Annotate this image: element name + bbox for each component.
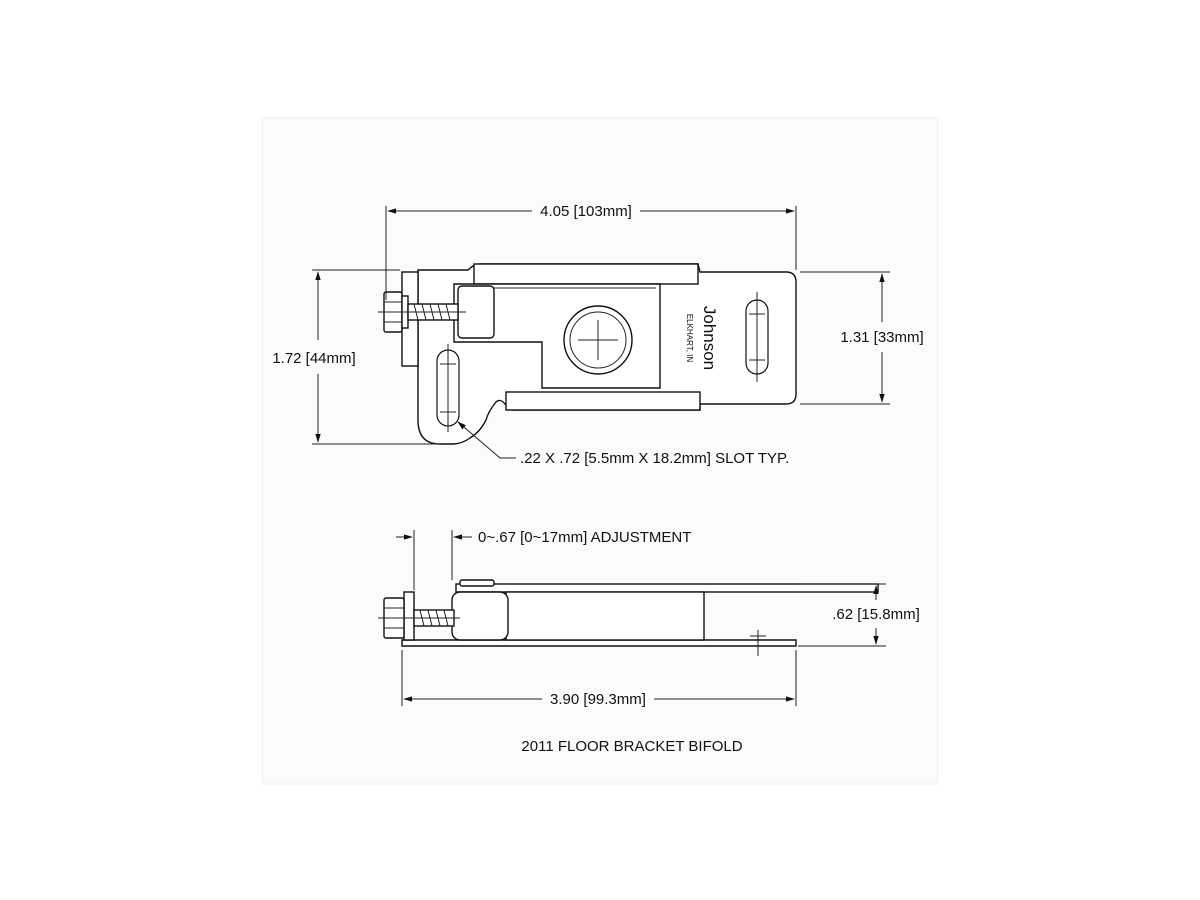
logo-brand: Johnson — [700, 306, 719, 370]
adjustment-dimension: 0~.67 [0~17mm] ADJUSTMENT — [478, 529, 691, 546]
threaded-rod-icon — [378, 303, 466, 321]
top-inner-height-dimension: 1.31 [33mm] — [840, 329, 923, 346]
side-body — [505, 591, 705, 641]
side-base-strip — [401, 639, 797, 647]
side-end-plate — [403, 591, 415, 641]
top-rail — [473, 263, 699, 285]
drawing-frame — [261, 117, 939, 785]
side-width-dimension: 3.90 [99.3mm] — [550, 691, 646, 708]
side-threaded-rod-icon — [378, 609, 460, 627]
side-adjuster-block — [451, 591, 509, 641]
slot-note: .22 X .72 [5.5mm X 18.2mm] SLOT TYP. — [520, 450, 789, 467]
logo-city: ELKHART, IN — [685, 314, 694, 363]
top-width-dimension: 4.05 [103mm] — [540, 203, 632, 220]
drawing-caption: 2011 FLOOR BRACKET BIFOLD — [521, 738, 742, 755]
top-view: Johnson ELKHART, IN 4.05 [103mm] 1.72 [4… — [272, 203, 923, 467]
top-height-dimension: 1.72 [44mm] — [272, 350, 355, 367]
bottom-rail — [505, 391, 701, 411]
side-view: 0~.67 [0~17mm] ADJUSTMENT .62 [15.8mm] 3… — [378, 529, 920, 708]
side-height-dimension: .62 [15.8mm] — [832, 606, 920, 623]
side-top-rail — [455, 583, 879, 593]
